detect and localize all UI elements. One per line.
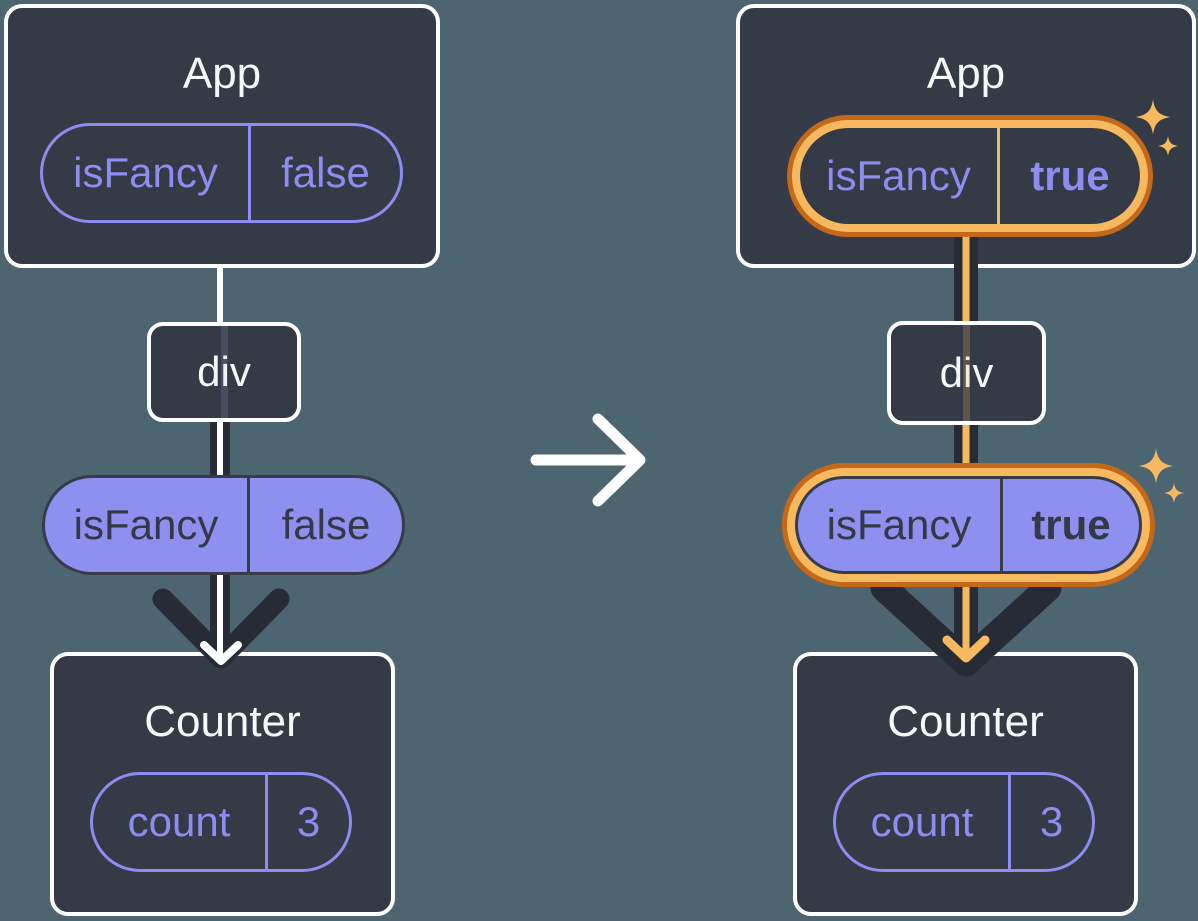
state-value: 3	[1008, 775, 1092, 869]
state-name: isFancy	[73, 149, 218, 196]
prop-pill-after-highlighted: isFancy true	[795, 476, 1142, 574]
app-card-title: App	[926, 49, 1006, 98]
div-node-label: div	[197, 348, 251, 395]
div-node-before: div	[147, 322, 301, 422]
prop-value: false	[247, 478, 402, 572]
app-state-pill-before: isFancy false	[40, 123, 403, 223]
state-value: 3	[265, 775, 349, 869]
state-name: isFancy	[826, 152, 971, 199]
state-value: false	[248, 126, 400, 220]
counter-card-title: Counter	[144, 697, 301, 746]
app-card-after: App	[736, 4, 1196, 268]
counter-card-title: Counter	[887, 697, 1044, 746]
div-node-after: div	[887, 321, 1046, 425]
prop-name: isFancy	[73, 501, 219, 548]
prop-name: isFancy	[826, 501, 972, 548]
arrow-down-icon	[152, 588, 290, 669]
state-name: count	[127, 798, 231, 845]
state-value: true	[997, 128, 1140, 224]
sparkle-icon	[1138, 448, 1174, 484]
div-node-label: div	[939, 349, 994, 396]
prop-value: true	[1000, 479, 1139, 571]
app-card-title: App	[182, 49, 262, 98]
counter-state-pill-before: count 3	[90, 772, 352, 872]
prop-pill-before: isFancy false	[42, 475, 405, 575]
sparkle-icon	[1164, 483, 1184, 503]
counter-state-pill-after: count 3	[833, 772, 1095, 872]
arrow-right-icon	[530, 413, 646, 507]
app-state-pill-after-highlighted: isFancy true	[800, 128, 1140, 224]
state-name: count	[870, 798, 974, 845]
